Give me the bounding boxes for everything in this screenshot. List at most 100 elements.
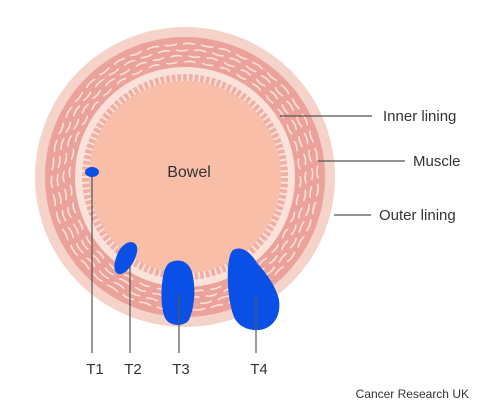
muscle-fibre [210, 303, 224, 309]
muscle-fibre [58, 191, 62, 205]
villus [151, 77, 157, 87]
muscle-fibre [280, 240, 289, 251]
villus [140, 263, 147, 273]
muscle-fibre [252, 61, 264, 70]
villus [93, 124, 102, 131]
villus [81, 186, 90, 190]
inner-lining-label: Inner lining [383, 108, 456, 125]
villus [242, 94, 250, 102]
villus [116, 97, 123, 106]
muscle-fibre [281, 228, 289, 239]
muscle-fibre [298, 207, 303, 219]
muscle-fibre [58, 122, 65, 135]
villus [280, 186, 289, 190]
villus [130, 258, 137, 267]
villus [268, 124, 277, 131]
muscle-fibre [281, 104, 289, 115]
villus [268, 223, 277, 230]
muscle-fibre [119, 68, 131, 76]
villus [273, 213, 282, 219]
muscle-fibre [99, 67, 110, 76]
muscle-fibre [140, 53, 153, 59]
muscle-fibre [280, 84, 290, 95]
villus [279, 192, 288, 196]
villus [275, 208, 284, 213]
muscle-fibre [271, 243, 279, 254]
villus [103, 236, 112, 244]
muscle-fibre [291, 98, 300, 110]
muscle-fibre [293, 140, 298, 152]
muscle-fibre [92, 89, 101, 100]
muscle-fibre [211, 52, 224, 57]
tumours [85, 167, 280, 331]
muscle-fibre [274, 86, 284, 97]
bowel-center [92, 84, 278, 270]
villus [91, 218, 100, 224]
villus [238, 90, 245, 99]
muscle-fibre [312, 201, 317, 215]
muscle-fibre [63, 152, 68, 165]
villus [218, 79, 224, 88]
muscle-label: Muscle [413, 153, 461, 170]
muscle-fibre [210, 285, 222, 290]
villus [223, 81, 230, 91]
muscle-fibre [199, 300, 213, 305]
muscle-fibre [74, 91, 84, 103]
muscle-fibre [192, 307, 206, 311]
villus [107, 241, 115, 249]
muscle-fibre [219, 66, 231, 72]
muscle-fibre [81, 239, 89, 250]
muscle-fibre [240, 69, 251, 76]
villus [278, 152, 287, 157]
muscle-fibre [302, 189, 307, 202]
villus [157, 269, 162, 278]
muscle-fibre [166, 61, 178, 65]
villus [275, 141, 284, 146]
muscle-fibre [298, 176, 302, 188]
stage-t1-label: T1 [86, 361, 104, 378]
villus [258, 236, 267, 244]
villus [125, 90, 132, 99]
muscle-fibre [85, 235, 93, 246]
muscle-fibre [301, 113, 309, 126]
muscle-fibre [277, 108, 285, 119]
muscle-fibre [229, 57, 241, 64]
stage-t2-label: T2 [124, 361, 142, 378]
muscle-fibre [67, 226, 74, 239]
muscle-fibre [105, 78, 115, 87]
villus [265, 228, 274, 235]
villus [81, 164, 90, 168]
villus [197, 73, 201, 83]
muscle-fibre [60, 138, 65, 151]
muscle-fibre [56, 173, 60, 187]
muscle-fibre [92, 272, 104, 282]
muscle-fibre [308, 149, 312, 163]
muscle-fibre [297, 158, 301, 170]
muscle-fibre [122, 293, 135, 301]
muscle-fibre [218, 47, 231, 53]
bowel-label: Bowel [167, 164, 211, 181]
muscle-fibre [106, 284, 118, 293]
villus [130, 87, 137, 96]
muscle-fibre [286, 123, 293, 135]
villus [192, 73, 195, 82]
muscle-fibre [96, 250, 105, 260]
muscle-fibre [251, 83, 262, 91]
muscle-fibre [245, 65, 257, 73]
muscle-fibre [205, 293, 218, 297]
muscle-fibre [298, 221, 305, 233]
muscle-fibre [269, 254, 278, 265]
villus [273, 135, 282, 141]
muscle-fibre [206, 57, 219, 62]
muscle-fibre [266, 72, 278, 82]
villus [135, 261, 142, 270]
villus [258, 110, 267, 118]
muscle-fibre [99, 270, 110, 280]
leader-lines [91, 115, 405, 353]
villus [192, 272, 195, 281]
villus [96, 119, 105, 126]
muscle-fibre [69, 184, 73, 196]
muscle-fibre [129, 290, 141, 297]
muscle-fibre [81, 103, 90, 114]
